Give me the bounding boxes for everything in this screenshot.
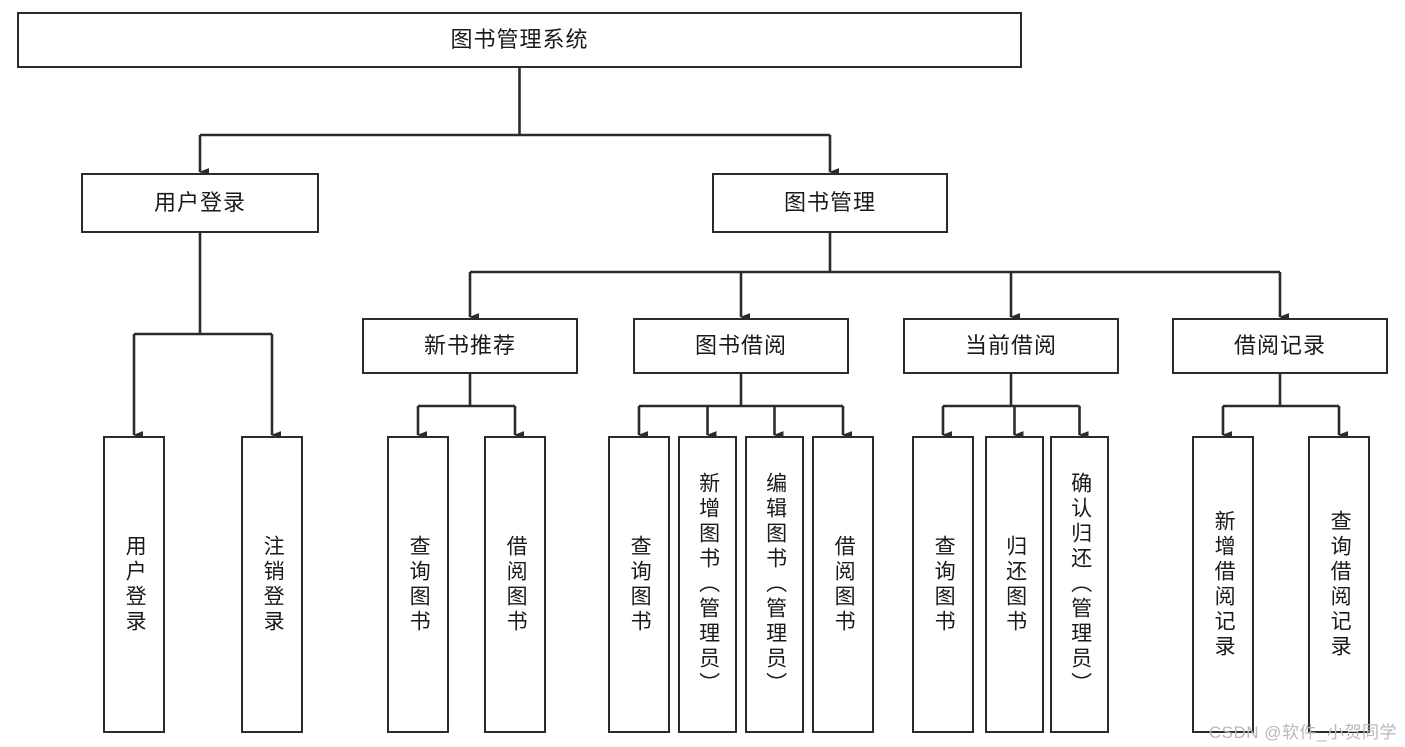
node-leaf-user-login[interactable]: 用户登录 [103,436,165,733]
node-leaf-add-book-label: 新增图书（管理员） [696,472,720,697]
node-leaf-return-book-label: 归还图书 [1003,534,1027,635]
node-book-borrow[interactable]: 图书借阅 [633,318,849,374]
node-leaf-add-record-label: 新增借阅记录 [1212,509,1236,660]
node-leaf-query-book-2-label: 查询图书 [628,534,652,635]
node-book-manage[interactable]: 图书管理 [712,173,948,233]
node-leaf-return-book[interactable]: 归还图书 [985,436,1044,733]
node-leaf-logout[interactable]: 注销登录 [241,436,303,733]
node-leaf-edit-book-label: 编辑图书（管理员） [763,472,787,697]
node-leaf-user-login-label: 用户登录 [123,534,147,635]
node-user-login-label: 用户登录 [153,189,246,215]
node-leaf-query-book-3-label: 查询图书 [932,534,956,635]
node-leaf-borrow-book-2[interactable]: 借阅图书 [812,436,874,733]
node-root[interactable]: 图书管理系统 [17,12,1022,68]
node-leaf-add-book[interactable]: 新增图书（管理员） [678,436,737,733]
node-borrow-record-label: 借阅记录 [1233,332,1326,358]
node-leaf-logout-label: 注销登录 [261,534,285,635]
node-book-manage-label: 图书管理 [783,189,876,215]
csdn-watermark: CSDN @软件_小贺同学 [1208,723,1397,742]
node-book-borrow-label: 图书借阅 [694,332,787,358]
node-leaf-borrow-book-2-label: 借阅图书 [832,534,856,635]
node-leaf-query-book-1[interactable]: 查询图书 [387,436,449,733]
node-leaf-query-book-1-label: 查询图书 [407,534,431,635]
node-leaf-query-book-2[interactable]: 查询图书 [608,436,670,733]
node-leaf-confirm-return-label: 确认归还（管理员） [1068,472,1092,697]
node-leaf-add-record[interactable]: 新增借阅记录 [1192,436,1254,733]
node-leaf-confirm-return[interactable]: 确认归还（管理员） [1050,436,1109,733]
node-leaf-borrow-book-1[interactable]: 借阅图书 [484,436,546,733]
node-user-login[interactable]: 用户登录 [81,173,319,233]
node-leaf-edit-book[interactable]: 编辑图书（管理员） [745,436,804,733]
node-leaf-query-record[interactable]: 查询借阅记录 [1308,436,1370,733]
node-leaf-query-record-label: 查询借阅记录 [1328,509,1352,660]
node-borrow-record[interactable]: 借阅记录 [1172,318,1388,374]
node-new-book-rec[interactable]: 新书推荐 [362,318,578,374]
node-leaf-query-book-3[interactable]: 查询图书 [912,436,974,733]
node-current-borrow-label: 当前借阅 [964,332,1057,358]
node-new-book-rec-label: 新书推荐 [423,332,516,358]
node-root-label: 图书管理系统 [450,26,589,52]
node-current-borrow[interactable]: 当前借阅 [903,318,1119,374]
node-leaf-borrow-book-1-label: 借阅图书 [504,534,528,635]
